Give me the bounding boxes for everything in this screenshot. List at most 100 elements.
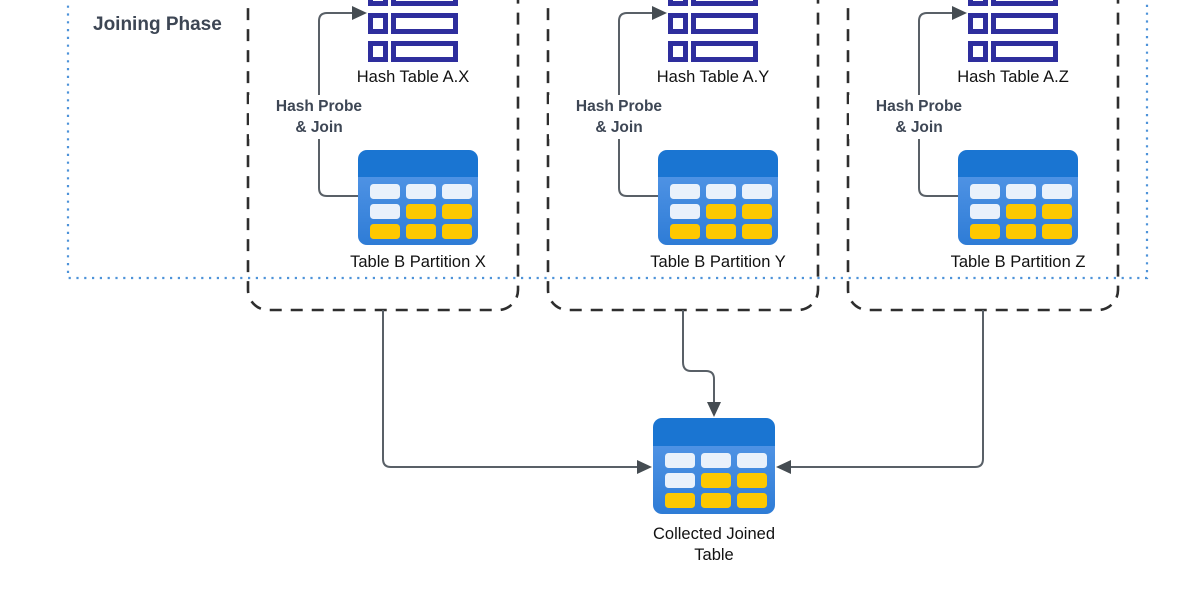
hash-value-cell [391,0,458,6]
collect-arrow-x [382,310,637,468]
table-header-bar [358,150,478,177]
hash-key-cell [368,13,388,34]
collect-arrow-z [791,310,984,468]
table-cell-yellow [742,204,772,219]
table-body [658,177,778,245]
hash-row [968,13,1058,34]
probe-label-line: & Join [595,119,643,136]
hash-key-cell [968,13,988,34]
hash-value-cell [691,13,758,34]
hash-table-label: Hash Table A.Y [656,68,770,86]
table-cell-yellow [970,224,1000,239]
hash-value-cell [991,41,1058,62]
hash-value-cell [391,41,458,62]
joining-phase-label: Joining Phase [93,14,222,35]
table-header-bar [658,150,778,177]
table-cell-light [370,204,400,219]
probe-label-line: & Join [895,119,943,136]
hash-table-label: Hash Table A.X [356,68,470,86]
hash-row [968,41,1058,62]
table-cell-yellow [737,493,767,508]
hash-value-cell [991,13,1058,34]
table-cell-yellow [665,493,695,508]
collect-arrowhead-x [637,460,652,474]
table-cell-yellow [706,204,736,219]
table-b-partition-icon [658,150,778,245]
table-cell-yellow [370,224,400,239]
collect-arrowhead-y [707,402,721,417]
table-cell-light [665,473,695,488]
table-cell-light [970,204,1000,219]
hash-key-cell [368,41,388,62]
table-b-partition-label: Table B Partition Z [950,253,1086,271]
table-b-partition-icon [358,150,478,245]
hash-table-icon [968,0,1058,62]
hash-probe-join-label: Hash Probe & Join [549,95,689,139]
table-cell-light [701,453,731,468]
probe-arrowhead-y [652,6,667,20]
collect-arrow-y [682,310,715,402]
table-cell-yellow [1042,224,1072,239]
hash-value-cell [391,13,458,34]
hash-table-icon [668,0,758,62]
hash-key-cell [968,41,988,62]
table-body [958,177,1078,245]
hash-value-cell [691,41,758,62]
hash-row [368,0,458,6]
table-cell-light [737,453,767,468]
table-cell-yellow [737,473,767,488]
probe-arrowhead-z [952,6,967,20]
hash-probe-join-label: Hash Probe & Join [249,95,389,139]
probe-label-line: Hash Probe [575,98,663,115]
table-cell-yellow [442,224,472,239]
table-b-partition-label: Table B Partition Y [650,253,786,271]
table-cell-yellow [701,493,731,508]
table-cell-light [706,184,736,199]
hash-key-cell [668,13,688,34]
table-cell-light [665,453,695,468]
probe-arrowhead-x [352,6,367,20]
hash-key-cell [668,0,688,6]
hash-key-cell [968,0,988,6]
table-cell-yellow [701,473,731,488]
hash-row [368,41,458,62]
probe-label-line: & Join [295,119,343,136]
table-cell-light [370,184,400,199]
table-b-partition-icon [958,150,1078,245]
hash-value-cell [991,0,1058,6]
hash-table-label: Hash Table A.Z [957,68,1069,86]
table-cell-light [670,184,700,199]
hash-key-cell [668,41,688,62]
collected-joined-table-label: Collected Joined Table [614,524,814,566]
collected-label-line: Table [694,546,734,564]
table-header-bar [958,150,1078,177]
table-b-partition-label: Table B Partition X [350,253,486,271]
hash-key-cell [368,0,388,6]
table-body [653,446,775,514]
collected-joined-table-icon [653,418,775,514]
table-cell-yellow [406,224,436,239]
hash-row [668,13,758,34]
table-cell-light [742,184,772,199]
hash-row [668,0,758,6]
table-cell-yellow [1006,204,1036,219]
hash-table-icon [368,0,458,62]
table-cell-yellow [1042,204,1072,219]
collect-arrowhead-z [776,460,791,474]
table-cell-light [670,204,700,219]
table-cell-yellow [442,204,472,219]
table-cell-yellow [706,224,736,239]
hash-probe-join-label: Hash Probe & Join [849,95,989,139]
table-cell-yellow [1006,224,1036,239]
table-cell-light [1042,184,1072,199]
table-cell-yellow [406,204,436,219]
table-cell-light [442,184,472,199]
table-cell-yellow [670,224,700,239]
table-cell-light [1006,184,1036,199]
table-cell-light [406,184,436,199]
hash-row [368,13,458,34]
hash-row [968,0,1058,6]
collected-label-line: Collected Joined [653,525,775,543]
